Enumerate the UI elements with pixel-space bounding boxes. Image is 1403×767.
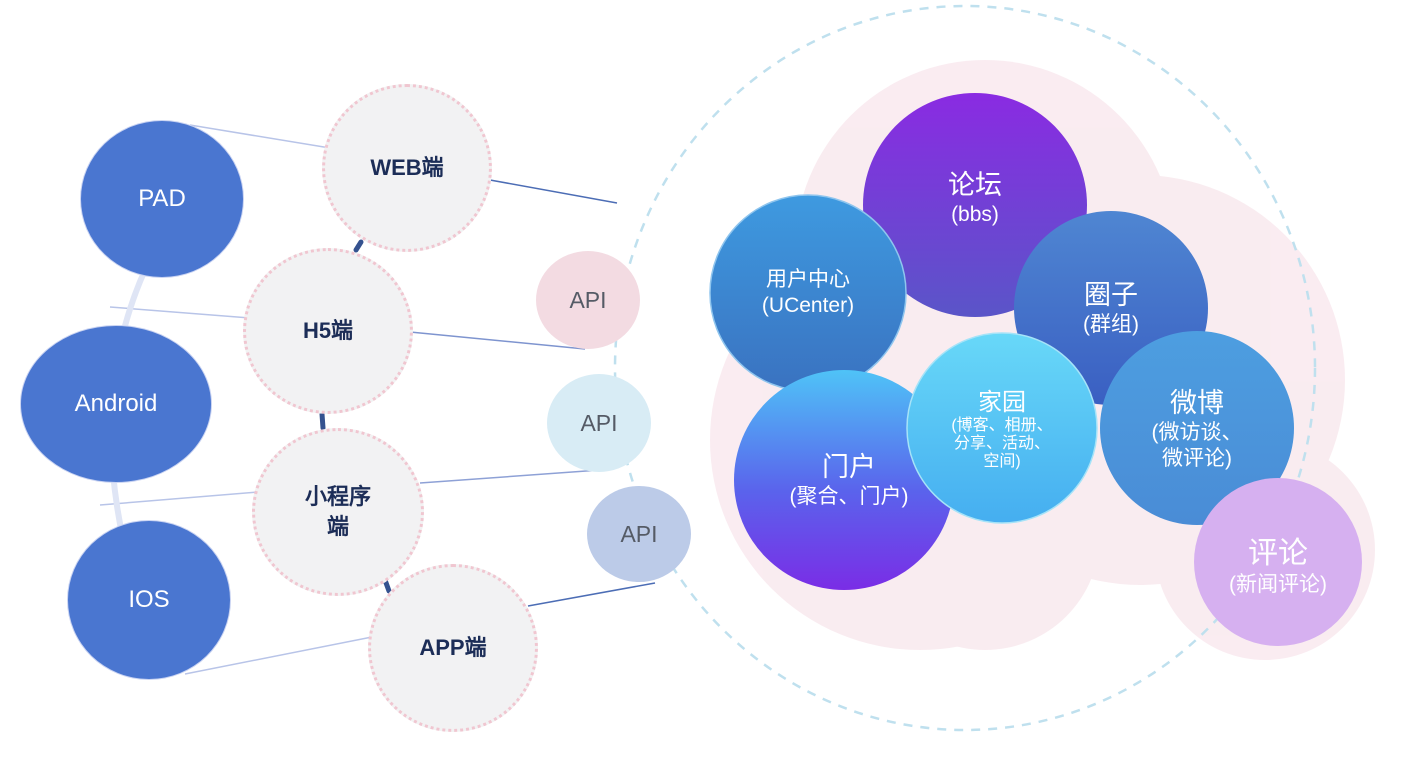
client-miniprogram[interactable]: 小程序 端 [252,428,424,596]
service-weibo[interactable]: 微博 (微访谈、 微评论) [1122,374,1272,484]
service-forum-sub: (bbs) [951,203,999,226]
service-weibo-sub2: 微评论) [1162,447,1232,470]
service-boundary [613,4,1317,732]
client-api-lines [409,179,656,607]
service-home-sub3: 空间) [983,453,1021,470]
service-portal-title: 门户 [822,452,876,482]
service-ucenter-title: 用户中心 [766,268,850,291]
client-h5-label: H5端 [302,318,354,343]
service-comment-sub: (新闻评论) [1229,573,1327,596]
service-comment[interactable]: 评论 (新闻评论) [1208,522,1348,612]
service-circle[interactable]: 圈子 (群组) [1041,258,1181,358]
service-portal-sub: (聚合、门户) [789,485,909,508]
device-ios[interactable]: IOS [67,520,231,680]
api-node-1[interactable]: API [536,251,640,349]
service-home-title: 家园 [978,389,1026,416]
client-app-label: APP端 [419,635,487,660]
service-forum[interactable]: 论坛 (bbs) [893,128,1057,268]
service-home-sub1: (博客、相册、 [951,417,1053,434]
api-node-3-label: API [620,520,658,547]
service-ucenter[interactable]: 用户中心 (UCenter) [728,238,888,348]
service-portal[interactable]: 门户 (聚合、门户) [764,430,934,530]
service-circle-sub: (群组) [1083,313,1139,336]
api-node-1-label: API [569,286,607,313]
api-node-2[interactable]: API [547,374,651,472]
service-home[interactable]: 家园 (博客、相册、 分享、活动、 空间) [930,368,1074,492]
client-web[interactable]: WEB端 [322,84,492,252]
service-bubbles [709,93,1362,646]
service-home-sub2: 分享、活动、 [953,435,1050,452]
client-app[interactable]: APP端 [368,564,538,732]
api-node-2-label: API [580,409,618,436]
api-node-3[interactable]: API [587,486,691,582]
service-weibo-sub1: (微访谈、 [1151,421,1243,444]
service-ucenter-sub: (UCenter) [761,294,855,317]
client-h5[interactable]: H5端 [243,248,413,414]
device-client-lines [99,124,373,675]
client-mini-label-line1: 小程序 [304,484,371,509]
device-pad-label: PAD [138,185,186,212]
device-android-label: Android [74,390,158,417]
service-weibo-title: 微博 [1170,388,1224,418]
service-circle-title: 圈子 [1084,280,1138,310]
service-comment-title: 评论 [1248,537,1308,570]
device-android[interactable]: Android [20,325,212,483]
device-ios-label: IOS [128,586,170,613]
client-web-label: WEB端 [370,155,444,180]
device-pad[interactable]: PAD [80,120,244,278]
service-forum-title: 论坛 [948,170,1002,200]
client-mini-label-line2: 端 [326,514,349,539]
